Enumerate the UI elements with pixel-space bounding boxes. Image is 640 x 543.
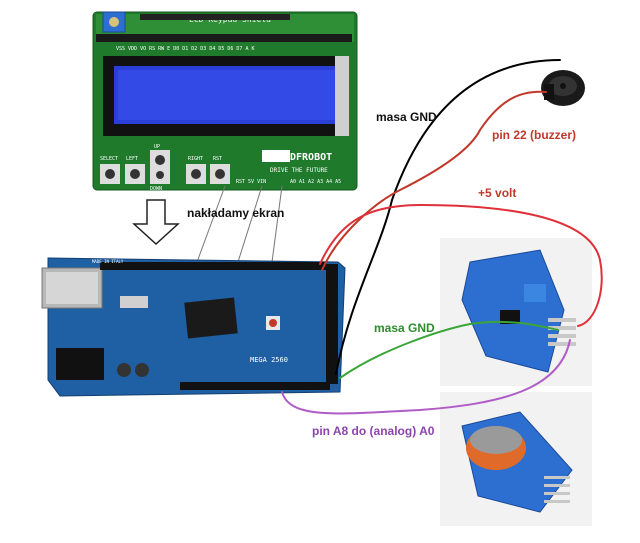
- arrow-caption: nakładamy ekran: [187, 206, 285, 220]
- power-wire: [319, 203, 603, 327]
- microcontroller-chip: [184, 297, 238, 339]
- down-arrow-icon: [132, 199, 180, 246]
- sensor-module-front: [440, 392, 592, 526]
- button-label-down: DOWN: [150, 186, 162, 192]
- top-pin-labels: VSS VDD VO RS RW E D0 D1 D2 D3 D4 D5 D6 …: [116, 46, 254, 52]
- wires: [281, 59, 603, 415]
- header-pins: [96, 14, 352, 42]
- pinA8-label: pin A8 do (analog) A0: [312, 424, 435, 438]
- button-label-left: LEFT: [126, 156, 138, 162]
- lcd-keypad-shield: LCD Keypad Shield VSS VDD VO RS RW E D0 …: [92, 11, 358, 192]
- masa-gnd-mid-label: masa GND: [374, 321, 435, 335]
- pin22-label: pin 22 (buzzer): [492, 128, 577, 142]
- made-in-label: MADE IN ITALY: [92, 259, 124, 264]
- analog-wire: [281, 339, 571, 415]
- keypad-buttons: [100, 150, 230, 184]
- alignment-guides: [196, 185, 283, 263]
- button-label-rst: RST: [213, 156, 222, 162]
- brand-logo: DFROBOT: [290, 152, 332, 163]
- brand-tagline: DRIVE THE FUTURE: [270, 167, 328, 174]
- button-label-up: UP: [154, 144, 160, 150]
- power-jack: [56, 348, 104, 380]
- gnd-wire: [335, 59, 561, 375]
- board-model: MEGA 2560: [250, 356, 288, 364]
- arduino-mega-board: MEGA 2560 MADE IN ITALY: [41, 257, 346, 397]
- sensor-module-back: [440, 238, 592, 386]
- buzzer-wire: [321, 90, 547, 271]
- button-label-right: RIGHT: [188, 156, 203, 162]
- button-label-select: SELECT: [100, 156, 118, 162]
- power-pin-labels: RST 5V VIN: [236, 179, 266, 185]
- sensor-gnd-wire: [339, 320, 559, 379]
- analog-pin-labels: A0 A1 A2 A3 A4 A5: [290, 179, 341, 185]
- masa-gnd-top-label: masa GND: [376, 110, 437, 124]
- buzzer: [541, 70, 585, 106]
- plus5-label: +5 volt: [478, 186, 517, 200]
